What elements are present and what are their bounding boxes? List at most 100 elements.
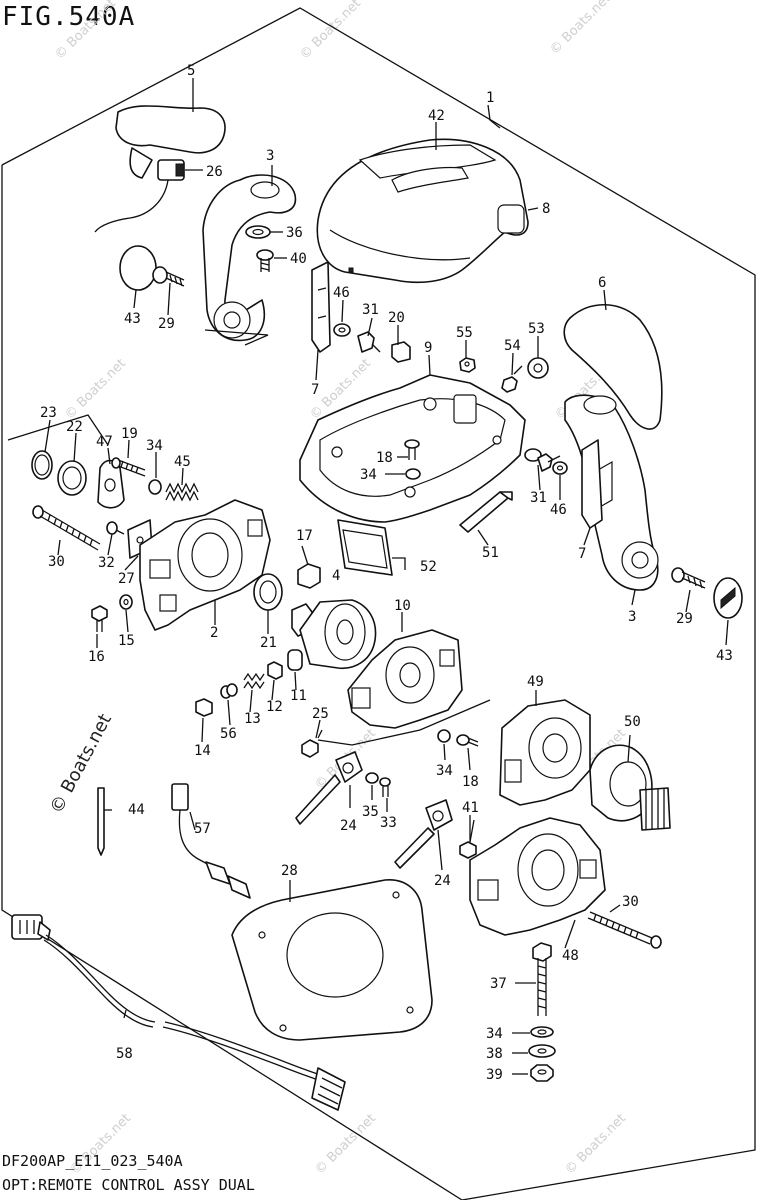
switch-41 [459, 819, 477, 859]
screw-32 [106, 521, 125, 535]
rod-51 [459, 491, 513, 533]
washer-46-left [333, 323, 351, 337]
watermark: © Boats.net [62, 356, 129, 423]
part-label-41: 41 [462, 800, 479, 816]
part-label-46: 46 [550, 502, 567, 518]
part-label-31: 31 [362, 302, 379, 318]
part-label-43: 43 [716, 648, 733, 664]
washer-34-bottom [530, 1026, 554, 1038]
part-label-25: 25 [312, 706, 329, 722]
part-label-19: 19 [121, 426, 138, 442]
screw-31-right [537, 453, 561, 472]
screw-16 [91, 605, 108, 632]
housing-10 [347, 629, 463, 729]
drive-gear-50 [589, 744, 671, 831]
part-label-20: 20 [388, 310, 405, 326]
part-label-37: 37 [490, 976, 507, 992]
washer-22 [57, 460, 87, 496]
grip-cover-5 [115, 105, 226, 179]
part-label-16: 16 [88, 649, 105, 665]
control-lever-3-right [564, 394, 659, 591]
spring-53 [527, 357, 549, 379]
part-label-26: 26 [206, 164, 223, 180]
part-label-35: 35 [362, 804, 379, 820]
part-label-32: 32 [98, 555, 115, 571]
diagram-code: DF200AP_E11_023_540A [2, 1152, 183, 1170]
part-label-7: 7 [311, 382, 319, 398]
neutral-switch-24-right [394, 799, 453, 869]
base-2 [139, 499, 271, 631]
part-label-42: 42 [428, 108, 445, 124]
harness-57 [171, 783, 251, 899]
screw-18-center [456, 734, 479, 747]
part-label-34: 34 [360, 467, 377, 483]
part-label-52: 52 [420, 559, 437, 575]
watermark: © Boats.net [547, 0, 614, 58]
part-label-28: 28 [281, 863, 298, 879]
washer-46-right [552, 461, 568, 475]
part-label-44: 44 [128, 802, 145, 818]
figure-title: FIG.540A [2, 2, 136, 32]
housing-cover-8 [316, 138, 529, 284]
leader-lines [44, 78, 729, 1075]
part-label-18: 18 [462, 774, 479, 790]
clip-20 [391, 341, 411, 363]
part-label-48: 48 [562, 948, 579, 964]
part-label-10: 10 [394, 598, 411, 614]
screw-33 [379, 777, 391, 797]
housing-49 [499, 699, 591, 806]
ball-56 [220, 683, 238, 699]
part-label-27: 27 [118, 571, 135, 587]
screw-40 [256, 249, 274, 272]
switch-25 [301, 729, 323, 758]
part-label-7: 7 [578, 546, 586, 562]
part-label-50: 50 [624, 714, 641, 730]
part-label-15: 15 [118, 633, 135, 649]
part-label-43: 43 [124, 311, 141, 327]
part-label-4: 4 [332, 568, 340, 584]
part-label-34: 34 [146, 438, 163, 454]
part-label-23: 23 [40, 405, 57, 421]
washer-34-left [148, 479, 162, 495]
washer-34-top [405, 468, 421, 480]
part-label-17: 17 [296, 528, 313, 544]
watermark: © Boats.net [297, 0, 364, 63]
screw-18-top [404, 439, 420, 460]
part-label-29: 29 [676, 611, 693, 627]
part-label-29: 29 [158, 316, 175, 332]
washer-35 [365, 772, 379, 784]
bolt-37 [532, 942, 552, 1016]
assembly-outline [1, 7, 756, 1200]
part-label-1: 1 [486, 90, 494, 106]
part-label-22: 22 [66, 419, 83, 435]
washer-15 [119, 594, 133, 610]
watermark-dark: © Boats.net [46, 711, 116, 818]
part-label-3: 3 [628, 609, 636, 625]
part-label-58: 58 [116, 1046, 133, 1062]
part-label-33: 33 [380, 815, 397, 831]
part-label-39: 39 [486, 1067, 503, 1083]
part-label-21: 21 [260, 635, 277, 651]
washer-34-right [524, 448, 542, 462]
block-14 [195, 698, 213, 717]
screw-29-left [152, 266, 185, 287]
spring-plate-7-right [581, 439, 603, 529]
diagram-caption: OPT:REMOTE CONTROL ASSY DUAL [2, 1176, 255, 1194]
bushing-21 [253, 573, 283, 611]
part-label-30: 30 [622, 894, 639, 910]
gasket-52 [337, 519, 393, 576]
bolt-30-left [32, 505, 101, 551]
spring-plate-7-left [311, 261, 331, 353]
cam-47 [97, 459, 125, 509]
wire-harness-58 [11, 914, 346, 1111]
part-label-3: 3 [266, 148, 274, 164]
block-17 [297, 563, 321, 589]
watermark: © Boats.net [52, 0, 119, 63]
part-label-36: 36 [286, 225, 303, 241]
mounting-plate-28 [231, 879, 433, 1041]
neutral-switch-24-left [295, 751, 363, 825]
screw-54 [501, 365, 523, 393]
emblem-43-left [119, 245, 157, 291]
control-lever-3 [202, 174, 297, 342]
